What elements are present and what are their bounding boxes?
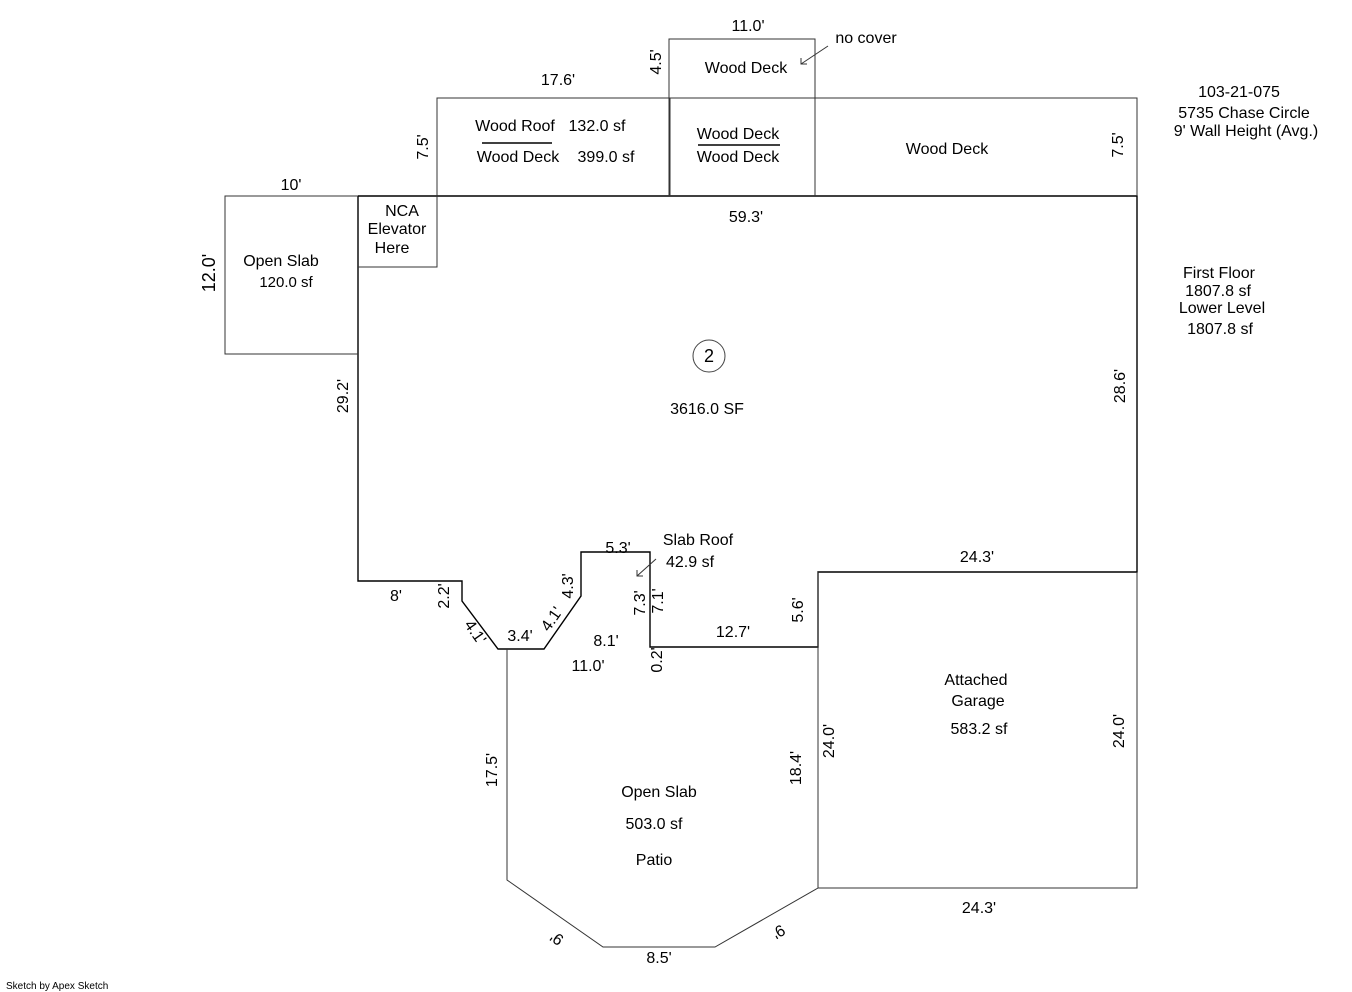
- dim-garage-top: 24.3': [960, 549, 994, 566]
- no-cover-arrow: [800, 45, 829, 65]
- dim-open-slab-height: 12.0': [199, 254, 219, 292]
- area-marker-circle: [692, 339, 726, 373]
- nca-elevator-outline: [358, 196, 438, 268]
- wood-deck-mid-top: Wood Deck: [697, 126, 780, 143]
- wood-roof-area: 132.0 sf: [569, 118, 626, 135]
- patio-area: 503.0 sf: [626, 816, 683, 833]
- wood-deck-upper: Wood Deck: [705, 60, 788, 77]
- main-house-outline: [357, 195, 1138, 650]
- dim-8: 8': [390, 588, 402, 605]
- patio-outline: [506, 647, 819, 948]
- main-area: 3616.0 SF: [670, 401, 744, 418]
- dim-deck-height-right: 7.5': [1110, 132, 1127, 157]
- dim-upper-deck-height: 4.5': [648, 49, 665, 74]
- slab-roof-arrow: [636, 558, 657, 577]
- dim-5-6: 5.6': [790, 597, 807, 622]
- open-slab-left-outline: [224, 195, 358, 355]
- dim-garage-bottom: 24.3': [962, 900, 996, 917]
- dim-11-0-mid: 11.0': [571, 658, 604, 675]
- first-floor-area: 1807.8 sf: [1185, 283, 1251, 300]
- dim-3-4: 3.4': [507, 628, 532, 645]
- dim-main-top: 59.3': [729, 209, 763, 226]
- garage-area: 583.2 sf: [951, 721, 1008, 738]
- dim-open-slab-width: 10': [281, 177, 302, 194]
- dim-patio-right: 18.4': [788, 751, 805, 785]
- dim-4-3: 4.3': [560, 573, 577, 598]
- open-slab-left-area: 120.0 sf: [259, 274, 313, 291]
- dim-upper-deck-width: 11.0': [731, 18, 764, 35]
- wood-deck-strip-outline: [436, 97, 1138, 196]
- parcel-id: 103-21-075: [1198, 84, 1280, 101]
- lower-level-area: 1807.8 sf: [1187, 321, 1253, 338]
- dim-12-7: 12.7': [716, 624, 750, 641]
- dim-5-3: 5.3': [605, 540, 630, 557]
- wood-deck-mid-bottom: Wood Deck: [697, 149, 780, 166]
- no-cover-arrowhead: [800, 58, 807, 65]
- dim-patio-left: 17.5': [484, 753, 501, 787]
- dim-patio-diag-left: 9': [548, 927, 568, 948]
- dim-wood-roof-width: 17.6': [541, 72, 575, 89]
- upper-deck-outline: [668, 38, 816, 98]
- dim-7-1: 7.1': [650, 588, 667, 613]
- wood-deck-left-name: Wood Deck: [477, 149, 560, 166]
- dim-7-3: 7.3': [632, 590, 649, 615]
- dim-deck-height-left: 7.5': [415, 134, 432, 159]
- wood-roof-name: Wood Roof: [475, 118, 555, 135]
- dim-2-2: 2.2': [436, 583, 453, 608]
- area-marker: 2: [704, 346, 714, 366]
- nca-line3: Here: [375, 240, 410, 257]
- dim-8-1: 8.1': [593, 633, 618, 650]
- dim-patio-diag-right: 9': [769, 921, 788, 942]
- dim-garage-left: 24.0': [821, 724, 838, 758]
- no-cover-label: no cover: [835, 30, 897, 47]
- address: 5735 Chase Circle: [1178, 105, 1310, 122]
- nca-line1: NCA: [385, 203, 419, 220]
- dim-4-1-a: 4.1': [460, 617, 488, 647]
- open-slab-left-name: Open Slab: [243, 253, 319, 270]
- wall-height: 9' Wall Height (Avg.): [1174, 123, 1318, 140]
- patio-name: Open Slab: [621, 784, 697, 801]
- dim-4-1-b: 4.1': [538, 604, 566, 634]
- patio-note: Patio: [636, 852, 673, 869]
- dim-patio-bottom: 8.5': [646, 950, 671, 967]
- first-floor-label: First Floor: [1183, 265, 1256, 282]
- lower-level-label: Lower Level: [1179, 300, 1265, 317]
- dim-garage-right: 24.0': [1111, 714, 1128, 748]
- nca-line2: Elevator: [368, 221, 427, 238]
- dim-main-left: 29.2': [335, 379, 352, 413]
- wood-deck-left-area: 399.0 sf: [578, 149, 635, 166]
- slab-roof-area: 42.9 sf: [666, 554, 715, 571]
- dim-0-2: 0.2': [649, 647, 666, 672]
- dim-main-right: 28.6': [1112, 369, 1129, 403]
- garage-line2: Garage: [951, 693, 1004, 710]
- wood-deck-right: Wood Deck: [906, 141, 989, 158]
- garage-line1: Attached: [944, 672, 1007, 689]
- slab-roof-arrowhead: [636, 570, 643, 577]
- slab-roof-name: Slab Roof: [663, 532, 734, 549]
- credit: Sketch by Apex Sketch: [6, 981, 108, 992]
